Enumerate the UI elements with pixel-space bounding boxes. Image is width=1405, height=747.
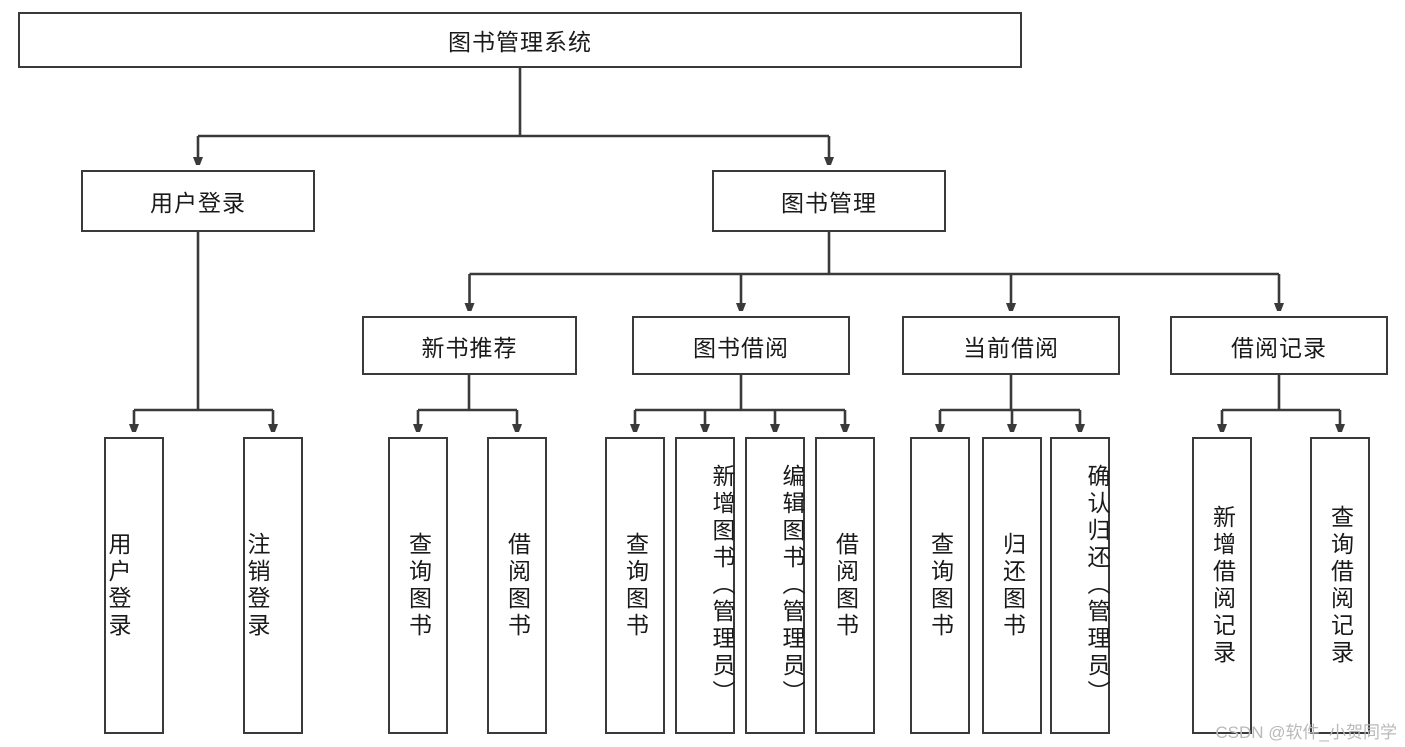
node-leaf-confirm-return[interactable]: 确认归还（管理员） [1050,437,1110,734]
node-borrow-record[interactable]: 借阅记录 [1170,316,1388,375]
node-label: 新书推荐 [421,334,518,361]
node-label: 图书借阅 [693,334,789,361]
node-leaf-user-logout[interactable]: 注销登录 [243,437,303,734]
node-label: 借阅图书 [504,531,531,640]
node-label: 新增借阅记录 [1209,504,1236,667]
node-label: 归还图书 [999,531,1026,640]
node-label: 查询借阅记录 [1327,504,1354,667]
node-leaf-user-login[interactable]: 用户登录 [104,437,164,734]
node-leaf-return-book[interactable]: 归还图书 [982,437,1042,734]
node-label: 查询图书 [405,531,432,640]
watermark-label: CSDN @软件_小贺同学 [1215,723,1397,742]
node-label: 确认归还（管理员） [1084,464,1110,707]
node-leaf-borrow-book-rec[interactable]: 借阅图书 [487,437,547,734]
node-leaf-query-book[interactable]: 查询图书 [605,437,665,734]
node-leaf-query-book-cur[interactable]: 查询图书 [910,437,970,734]
node-new-book-rec[interactable]: 新书推荐 [362,316,577,375]
node-label: 编辑图书（管理员） [779,464,805,707]
node-root[interactable]: 图书管理系统 [18,12,1022,68]
node-label: 查询图书 [622,531,649,640]
node-label: 当前借阅 [963,334,1059,361]
node-leaf-add-record[interactable]: 新增借阅记录 [1192,437,1252,734]
node-label: 查询图书 [927,531,954,640]
node-label: 图书管理系统 [448,29,592,55]
node-label: 注销登录 [244,531,270,640]
node-leaf-query-book-rec[interactable]: 查询图书 [388,437,448,734]
node-book-manage[interactable]: 图书管理 [712,170,946,232]
node-label: 借阅记录 [1231,334,1327,361]
node-leaf-add-book[interactable]: 新增图书（管理员） [675,437,735,734]
node-user-login[interactable]: 用户登录 [81,170,315,232]
node-label: 图书管理 [781,190,877,216]
node-current-borrow[interactable]: 当前借阅 [902,316,1120,375]
node-label: 用户登录 [105,531,131,640]
node-label: 用户登录 [150,190,246,216]
node-leaf-query-record[interactable]: 查询借阅记录 [1310,437,1370,734]
node-label: 借阅图书 [832,531,859,640]
node-leaf-edit-book[interactable]: 编辑图书（管理员） [745,437,805,734]
node-leaf-borrow-book[interactable]: 借阅图书 [815,437,875,734]
node-book-borrow[interactable]: 图书借阅 [632,316,850,375]
node-label: 新增图书（管理员） [709,464,735,707]
